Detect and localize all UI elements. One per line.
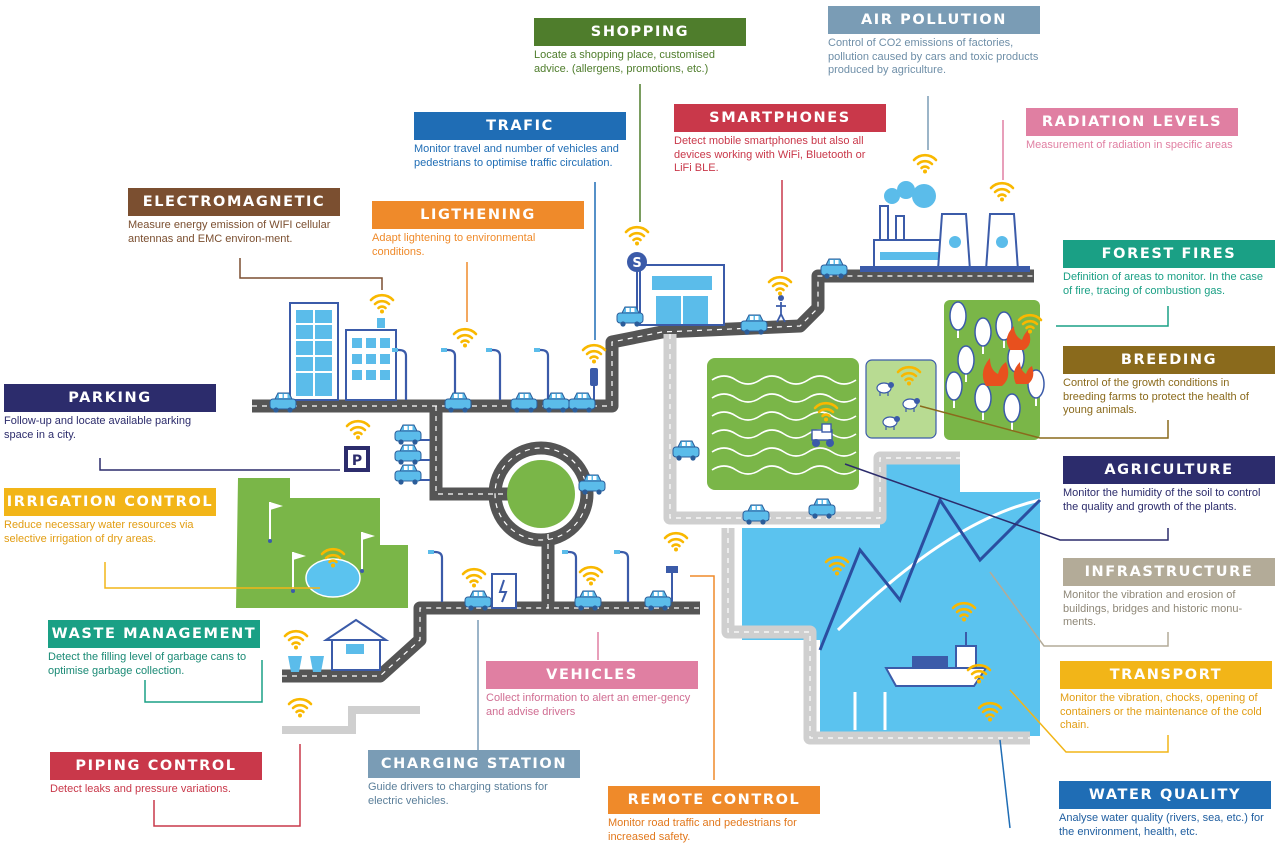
label-shopping-title: SHOPPING bbox=[534, 18, 746, 46]
svg-text:P: P bbox=[352, 453, 362, 469]
label-remote-control-desc: Monitor road traffic and pedestrians for… bbox=[608, 817, 797, 843]
label-electromagnetic-title: ELECTROMAGNETIC bbox=[128, 188, 340, 216]
label-transport-desc: Monitor the vibration, chocks, opening o… bbox=[1060, 692, 1262, 731]
traffic-light-icon bbox=[590, 368, 598, 400]
label-piping-control: PIPING CONTROL Detect leaks and pressure… bbox=[50, 752, 262, 797]
label-irrigation-control: IRRIGATION CONTROL Reduce necessary wate… bbox=[4, 488, 216, 546]
label-waste-management: WASTE MANAGEMENT Detect the filling leve… bbox=[48, 620, 260, 678]
label-air-pollution: AIR POLLUTION Control of CO2 emissions o… bbox=[828, 6, 1040, 78]
label-parking: PARKING Follow-up and locate available p… bbox=[4, 384, 216, 442]
label-electromagnetic-desc: Measure energy emission of WIFI cellular… bbox=[128, 219, 331, 245]
label-ligthening: LIGTHENING Adapt lightening to environme… bbox=[372, 201, 584, 259]
label-parking-title: PARKING bbox=[4, 384, 216, 412]
label-agriculture: AGRICULTURE Monitor the humidity of the … bbox=[1063, 456, 1275, 514]
label-vehicles-title: VEHICLES bbox=[486, 661, 698, 689]
label-charging-station-title: CHARGING STATION bbox=[368, 750, 580, 778]
label-water-quality-title: WATER QUALITY bbox=[1059, 781, 1271, 809]
label-charging-station: CHARGING STATION Guide drivers to chargi… bbox=[368, 750, 580, 808]
breeding-pasture bbox=[865, 359, 937, 439]
label-radiation-levels: RADIATION LEVELS Measurement of radiatio… bbox=[1026, 108, 1238, 153]
svg-text:S: S bbox=[632, 256, 641, 271]
label-smartphones: SMARTPHONES Detect mobile smartphones bu… bbox=[674, 104, 886, 176]
building-icon bbox=[289, 264, 725, 401]
label-shopping: SHOPPING Locate a shopping place, custom… bbox=[534, 18, 746, 76]
label-vehicles-desc: Collect information to alert an emer-gen… bbox=[486, 692, 691, 718]
label-radiation-levels-desc: Measurement of radiation in specific are… bbox=[1026, 139, 1233, 151]
label-forest-fires-title: FOREST FIRES bbox=[1063, 240, 1275, 268]
label-irrigation-control-desc: Reduce necessary water resources via sel… bbox=[4, 519, 194, 545]
label-air-pollution-title: AIR POLLUTION bbox=[828, 6, 1040, 34]
label-water-quality: WATER QUALITY Analyse water quality (riv… bbox=[1059, 781, 1271, 839]
fire-icon bbox=[982, 326, 1034, 386]
label-smartphones-desc: Detect mobile smartphones but also all d… bbox=[674, 135, 866, 174]
label-piping-control-title: PIPING CONTROL bbox=[50, 752, 262, 780]
label-waste-management-title: WASTE MANAGEMENT bbox=[48, 620, 260, 648]
label-piping-control-desc: Detect leaks and pressure variations. bbox=[50, 783, 231, 795]
label-vehicles: VEHICLES Collect information to alert an… bbox=[486, 661, 698, 719]
label-parking-desc: Follow-up and locate available parking s… bbox=[4, 415, 192, 441]
label-infrastructure-desc: Monitor the vibration and erosion of bui… bbox=[1063, 589, 1243, 628]
label-breeding-desc: Control of the growth conditions in bree… bbox=[1063, 377, 1249, 416]
leader-lines bbox=[99, 84, 1169, 829]
label-forest-fires-desc: Definition of areas to monitor. In the c… bbox=[1063, 271, 1263, 297]
label-trafic-title: TRAFIC bbox=[414, 112, 626, 140]
sea bbox=[742, 458, 1040, 736]
label-charging-station-desc: Guide drivers to charging stations for e… bbox=[368, 781, 548, 807]
label-ligthening-title: LIGTHENING bbox=[372, 201, 584, 229]
tractor-icon bbox=[811, 423, 834, 447]
factory-icon bbox=[873, 181, 947, 271]
label-smartphones-title: SMARTPHONES bbox=[674, 104, 886, 132]
label-forest-fires: FOREST FIRES Definition of areas to moni… bbox=[1063, 240, 1275, 298]
road-network bbox=[252, 269, 1034, 745]
label-radiation-levels-title: RADIATION LEVELS bbox=[1026, 108, 1238, 136]
camera-icon bbox=[666, 566, 678, 602]
label-ligthening-desc: Adapt lightening to environmental condit… bbox=[372, 232, 536, 258]
label-infrastructure-title: INFRASTRUCTURE bbox=[1063, 558, 1275, 586]
garbage-can-icon bbox=[288, 656, 324, 672]
pedestrian-icon bbox=[776, 295, 786, 323]
label-electromagnetic: ELECTROMAGNETIC Measure energy emission … bbox=[128, 188, 340, 246]
nuclear-plant-icon bbox=[860, 213, 1030, 272]
label-water-quality-desc: Analyse water quality (rivers, sea, etc.… bbox=[1059, 812, 1264, 838]
label-air-pollution-desc: Control of CO2 emissions of factories, p… bbox=[828, 37, 1039, 76]
label-remote-control-title: REMOTE CONTROL bbox=[608, 786, 820, 814]
label-agriculture-desc: Monitor the humidity of the soil to cont… bbox=[1063, 487, 1261, 513]
label-trafic-desc: Monitor travel and number of vehicles an… bbox=[414, 143, 619, 169]
label-breeding-title: BREEDING bbox=[1063, 346, 1275, 374]
ship-icon bbox=[884, 632, 988, 687]
label-agriculture-title: AGRICULTURE bbox=[1063, 456, 1275, 484]
bridge-icon bbox=[818, 496, 1042, 730]
agriculture-field bbox=[707, 358, 859, 490]
label-infrastructure: INFRASTRUCTURE Monitor the vibration and… bbox=[1063, 558, 1275, 630]
label-waste-management-desc: Detect the filling level of garbage cans… bbox=[48, 651, 247, 677]
label-shopping-desc: Locate a shopping place, customised advi… bbox=[534, 49, 716, 75]
label-irrigation-control-title: IRRIGATION CONTROL bbox=[4, 488, 216, 516]
label-transport: TRANSPORT Monitor the vibration, chocks,… bbox=[1060, 661, 1272, 733]
label-breeding: BREEDING Control of the growth condition… bbox=[1063, 346, 1275, 418]
label-trafic: TRAFIC Monitor travel and number of vehi… bbox=[414, 112, 626, 170]
charging-station-icon bbox=[491, 573, 517, 609]
label-transport-title: TRANSPORT bbox=[1060, 661, 1272, 689]
irrigation-field bbox=[236, 478, 408, 608]
label-remote-control: REMOTE CONTROL Monitor road traffic and … bbox=[608, 786, 820, 844]
house-icon bbox=[322, 618, 390, 671]
